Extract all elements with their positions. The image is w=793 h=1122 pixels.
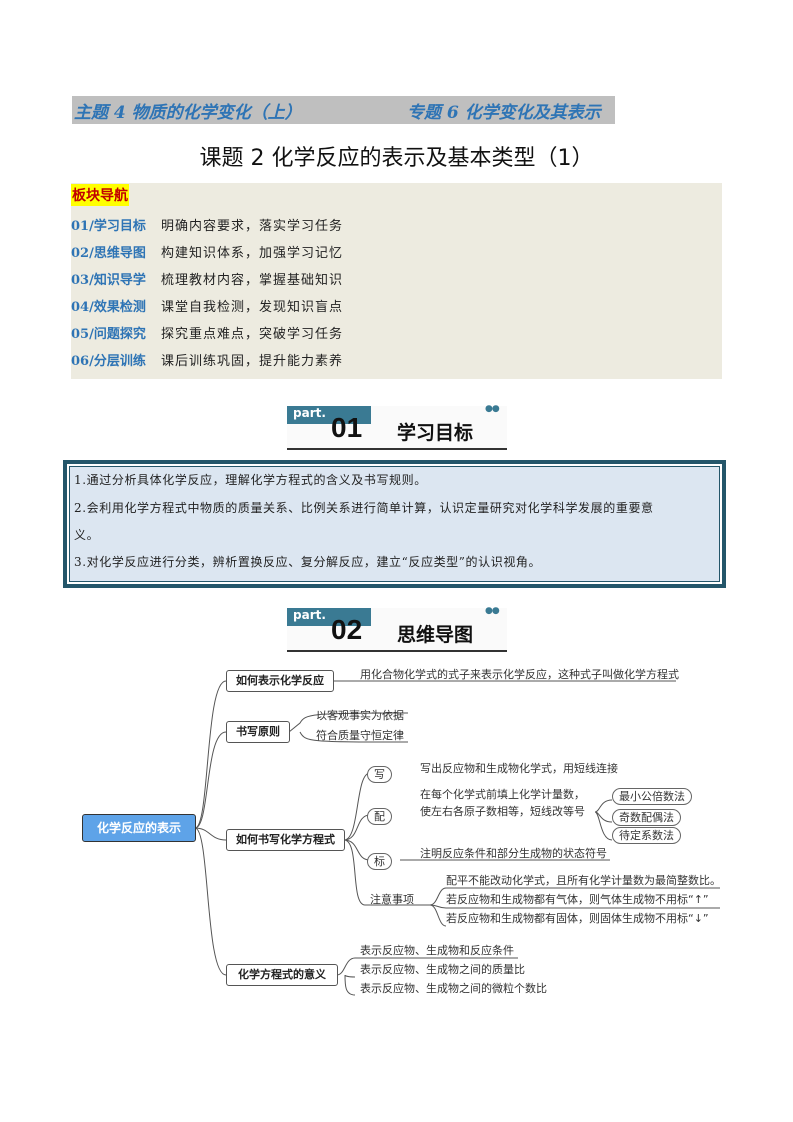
special-label: 专题 6 化学变化及其表示 (407, 103, 601, 123)
step-text: 注明反应条件和部分生成物的状态符号 (420, 847, 607, 860)
nav-code: 06/分层训练 (71, 354, 146, 369)
step-balance: 配 (367, 808, 392, 825)
part-tag-text: part. (293, 608, 326, 622)
part-02-header: part. 02 思维导图 ●● (287, 606, 507, 652)
part-01-header: part. 01 学习目标 ●● (287, 404, 507, 450)
page-title: 课题 2 化学反应的表示及基本类型（1） (199, 146, 594, 171)
nav-desc: 探究重点难点，突破学习任务 (161, 327, 344, 342)
nav-title: 板块导航 (71, 184, 129, 206)
branch-how-to-write: 如何书写化学方程式 (226, 829, 345, 851)
part-name: 学习目标 (397, 422, 474, 444)
principle-item: 符合质量守恒定律 (316, 729, 404, 742)
branch-text: 用化合物化学式的式子来表示化学反应，这种式子叫做化学方程式 (360, 668, 679, 681)
meaning-item: 表示反应物、生成物和反应条件 (360, 944, 514, 957)
nav-code: 04/效果检测 (71, 300, 146, 315)
part-tag (287, 608, 371, 626)
branch-writing-principles: 书写原则 (226, 721, 290, 743)
step-write: 写 (367, 766, 392, 783)
nav-code: 01/学习目标 (71, 219, 146, 234)
nav-desc: 构建知识体系，加强学习记忆 (161, 246, 344, 261)
nav-item: 04/效果检测课堂自我检测，发现知识盲点 (71, 296, 343, 315)
part-number: 01 (331, 412, 363, 443)
nav-code: 02/思维导图 (71, 246, 146, 261)
goal-item: 3.对化学反应进行分类，辨析置换反应、复分解反应，建立“反应类型”的认识视角。 (74, 555, 542, 569)
meaning-item: 表示反应物、生成物之间的微粒个数比 (360, 982, 547, 995)
step-mark: 标 (367, 853, 392, 870)
nav-desc: 梳理教材内容，掌握基础知识 (161, 273, 344, 288)
balance-method: 待定系数法 (612, 827, 681, 844)
part-tag (287, 406, 371, 424)
nav-item: 05/问题探究探究重点难点，突破学习任务 (71, 323, 343, 342)
step-text: 使左右各原子数相等，短线改等号 (420, 805, 585, 818)
nav-item: 06/分层训练课后训练巩固，提升能力素养 (71, 350, 343, 369)
nav-item: 03/知识导学梳理教材内容，掌握基础知识 (71, 269, 343, 288)
branch-how-to-represent: 如何表示化学反应 (226, 670, 334, 692)
goal-item: 义。 (74, 528, 100, 542)
part-number: 02 (331, 614, 363, 645)
step-text: 写出反应物和生成物化学式，用短线连接 (420, 762, 618, 775)
nav-item: 01/学习目标明确内容要求，落实学习任务 (71, 215, 343, 234)
section-navigation: 板块导航 01/学习目标明确内容要求，落实学习任务 02/思维导图构建知识体系，… (71, 183, 722, 379)
part-name: 思维导图 (397, 624, 474, 646)
balance-method: 奇数配偶法 (612, 809, 681, 826)
meaning-item: 表示反应物、生成物之间的质量比 (360, 963, 525, 976)
note-item: 配平不能改动化学式，且所有化学计量数为最简整数比。 (446, 874, 721, 887)
topic-label: 主题 4 物质的化学变化（上） (74, 103, 302, 123)
mindmap-root: 化学反应的表示 (82, 814, 196, 842)
balance-method: 最小公倍数法 (612, 788, 692, 805)
principle-item: 以客观事实为依据 (316, 709, 404, 722)
nav-desc: 课堂自我检测，发现知识盲点 (161, 300, 344, 315)
note-item: 若反应物和生成物都有气体，则气体生成物不用标“↑” (446, 893, 709, 906)
part-tag-text: part. (293, 406, 326, 420)
droplets-icon: ●● (485, 404, 500, 414)
topic-banner: 主题 4 物质的化学变化（上） 专题 6 化学变化及其表示 (72, 96, 615, 124)
step-text: 在每个化学式前填上化学计量数， (420, 788, 585, 801)
note-item: 若反应物和生成物都有固体，则固体生成物不用标“↓” (446, 912, 709, 925)
nav-desc: 课后训练巩固，提升能力素养 (161, 354, 344, 369)
branch-meaning: 化学方程式的意义 (226, 964, 338, 986)
nav-desc: 明确内容要求，落实学习任务 (161, 219, 344, 234)
learning-goals-box: 1.通过分析具体化学反应，理解化学方程式的含义及书写规则。 2.会利用化学方程式… (63, 460, 726, 588)
nav-code: 05/问题探究 (71, 327, 146, 342)
nav-item: 02/思维导图构建知识体系，加强学习记忆 (71, 242, 343, 261)
goal-item: 1.通过分析具体化学反应，理解化学方程式的含义及书写规则。 (74, 473, 427, 487)
droplets-icon: ●● (485, 606, 500, 616)
notes-label: 注意事项 (370, 893, 414, 906)
nav-code: 03/知识导学 (71, 273, 146, 288)
goal-item: 2.会利用化学方程式中物质的质量关系、比例关系进行简单计算，认识定量研究对化学科… (74, 501, 654, 515)
